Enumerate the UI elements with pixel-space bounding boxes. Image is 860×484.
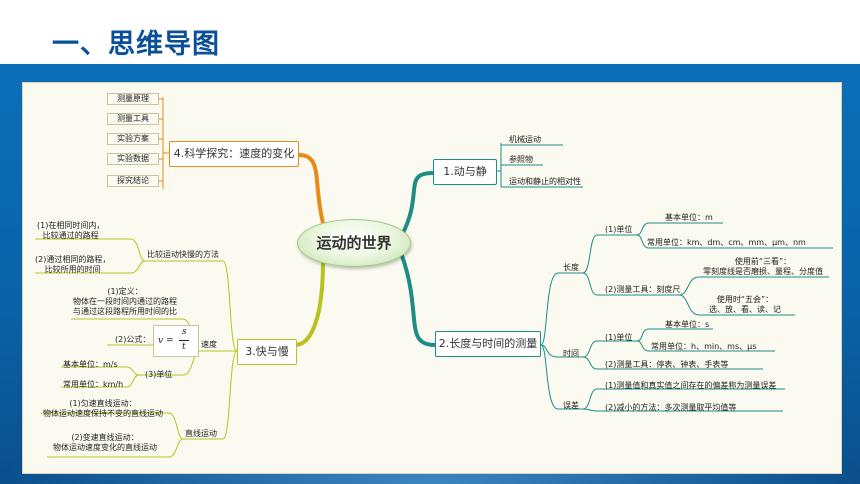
formula-fraction-bar	[179, 340, 189, 341]
variable-title: (2)变速直线运动：	[71, 433, 139, 442]
time-tool: (2)测量工具：停表、钟表、手表等	[605, 360, 729, 369]
length-basic-unit: 基本单位：m	[665, 213, 713, 222]
linear-variable: (2)变速直线运动： 物体运动速度变化的直线运动	[53, 433, 157, 453]
speed-unit-label: (3)单位	[145, 370, 173, 379]
branch4-item: 实验数据	[107, 153, 159, 165]
error-reduce: (2)减小的方法：多次测量取平均值等	[605, 403, 737, 412]
branch1-node: 1.动与静	[433, 159, 497, 185]
speed-def-title: (1)定义：	[107, 287, 143, 296]
branch1-item: 参照物	[509, 155, 533, 164]
speed-formula: v = s t	[153, 325, 199, 357]
speed-label: 速度	[201, 340, 217, 349]
branch4-item: 测量工具	[107, 113, 159, 125]
branch4-item: 探究结论	[107, 175, 159, 187]
compare-label: 比较运动快慢的方法	[147, 250, 219, 259]
connector-center-b3	[294, 260, 325, 347]
speed-basic-unit: 基本单位：m/s	[63, 360, 118, 369]
branch4-item: 实验方案	[107, 133, 159, 145]
time-common-units: 常用单位：h、min、ms、μs	[651, 342, 757, 351]
speed-common-unit: 常用单位：km/h	[63, 380, 124, 389]
branch4-node: 4.科学探究：速度的变化	[169, 141, 299, 167]
linear-uniform: (1)匀速直线运动： 物体运动速度保持不变的直线运动	[43, 399, 163, 419]
compare-same-time: (1)在相同时间内， 比较通过的路程	[37, 221, 104, 241]
speed-def-2: 与通过这段路程所用时间的比	[73, 307, 177, 316]
three-look-title: 使用前“三看”：	[734, 257, 792, 266]
length-tool: (2)测量工具：刻度尺	[605, 285, 681, 294]
compare-same-distance: (2)通过相同的路程， 比较所用的时间	[35, 255, 110, 275]
time-basic-unit: 基本单位：s	[665, 320, 710, 329]
variable-text: 物体运动速度变化的直线运动	[53, 443, 157, 452]
speed-formula-label: (2)公式：	[115, 335, 151, 344]
connector-lines	[35, 97, 833, 458]
three-look-text: 零刻度线是否磨损、量程、分度值	[703, 267, 823, 276]
error-label: 误差	[563, 401, 579, 410]
branch2-node: 2.长度与时间的测量	[435, 331, 541, 357]
compare-b2: 比较所用的时间	[44, 265, 101, 274]
branch3-fan	[35, 238, 238, 458]
formula-denominator: t	[182, 342, 186, 352]
branch1-fan	[497, 143, 583, 188]
page-title: 一、思维导图	[52, 29, 220, 60]
length-five-will: 使用时“五会”： 选、放、看、读、记	[709, 295, 781, 315]
error-definition: (1)测量值和真实值之间存在的偏差称为测量误差	[605, 381, 777, 390]
length-label: 长度	[563, 263, 579, 272]
branch2-fan	[540, 222, 833, 412]
branch3-node: 3.快与慢	[237, 339, 297, 365]
branch1-item: 机械运动	[509, 135, 541, 144]
mind-map: 运动的世界 1.动与静 机械运动 参照物 运动和静止的相对性 2.长度与时间的测…	[22, 82, 842, 474]
uniform-title: (1)匀速直线运动：	[69, 399, 137, 408]
branch4-item: 测量原理	[107, 93, 159, 105]
connector-center-b1	[401, 171, 434, 234]
speed-def-1: 物体在一段时间内通过的路程	[73, 297, 177, 306]
connector-center-b2	[399, 252, 436, 347]
compare-a1: (1)在相同时间内，	[37, 221, 105, 230]
formula-lhs: v =	[158, 336, 174, 346]
connector-center-b4	[298, 153, 325, 224]
length-common-units: 常用单位：km、dm、cm、mm、μm、nm	[647, 238, 806, 247]
length-unit-label: (1)单位	[605, 225, 633, 234]
time-label: 时间	[563, 349, 579, 358]
length-three-look: 使用前“三看”： 零刻度线是否磨损、量程、分度值	[703, 257, 823, 277]
five-will-title: 使用时“五会”：	[716, 295, 774, 304]
speed-definition: (1)定义： 物体在一段时间内通过的路程 与通过这段路程所用时间的比	[73, 287, 177, 317]
linear-motion-label: 直线运动	[185, 429, 217, 438]
five-will-text: 选、放、看、读、记	[709, 305, 781, 314]
uniform-text: 物体运动速度保持不变的直线运动	[43, 409, 163, 418]
center-node: 运动的世界	[297, 219, 411, 267]
time-unit-label: (1)单位	[605, 333, 633, 342]
compare-a2: 比较通过的路程	[42, 231, 99, 240]
compare-b1: (2)通过相同的路程，	[35, 255, 111, 264]
formula-numerator: s	[182, 327, 187, 337]
branch1-item: 运动和静止的相对性	[509, 177, 581, 186]
